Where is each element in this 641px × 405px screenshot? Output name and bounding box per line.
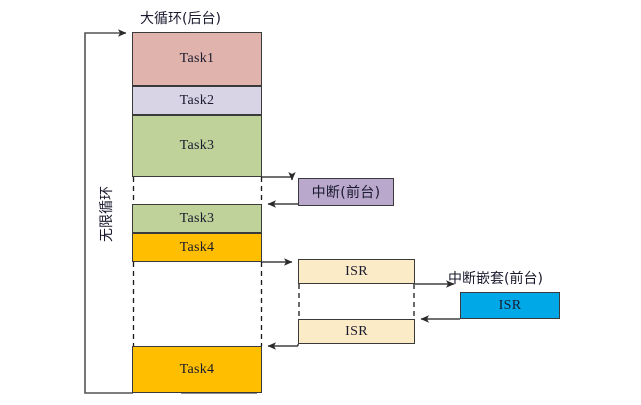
transition-arrows [262,172,460,350]
arrow-task-to-interrupt [262,172,296,181]
main-loop-title: 大循环(后台) [140,11,221,27]
task-column-lifelines [132,177,263,346]
interrupt-block[interactable]: 中断(前台) [298,178,394,206]
task-block-task4-first[interactable]: Task4 [132,233,262,262]
nested-isr-block[interactable]: ISR [460,292,560,319]
task-block-task2[interactable]: Task2 [132,86,262,115]
infinite-loop-bracket [84,29,133,394]
isr-block-upper[interactable]: ISR [298,259,415,284]
isr-block-lower[interactable]: ISR [298,319,415,344]
task-block-task4-resume[interactable]: Task4 [132,346,262,393]
task-block-task3-first[interactable]: Task3 [132,115,262,177]
task-block-task3-resume[interactable]: Task3 [132,204,262,233]
nested-interrupt-title: 中断嵌套(前台) [448,271,543,287]
infinite-loop-label: 无限循环 [99,186,115,242]
isr-column-lifelines [298,284,415,319]
task-block-task1[interactable]: Task1 [132,32,262,86]
